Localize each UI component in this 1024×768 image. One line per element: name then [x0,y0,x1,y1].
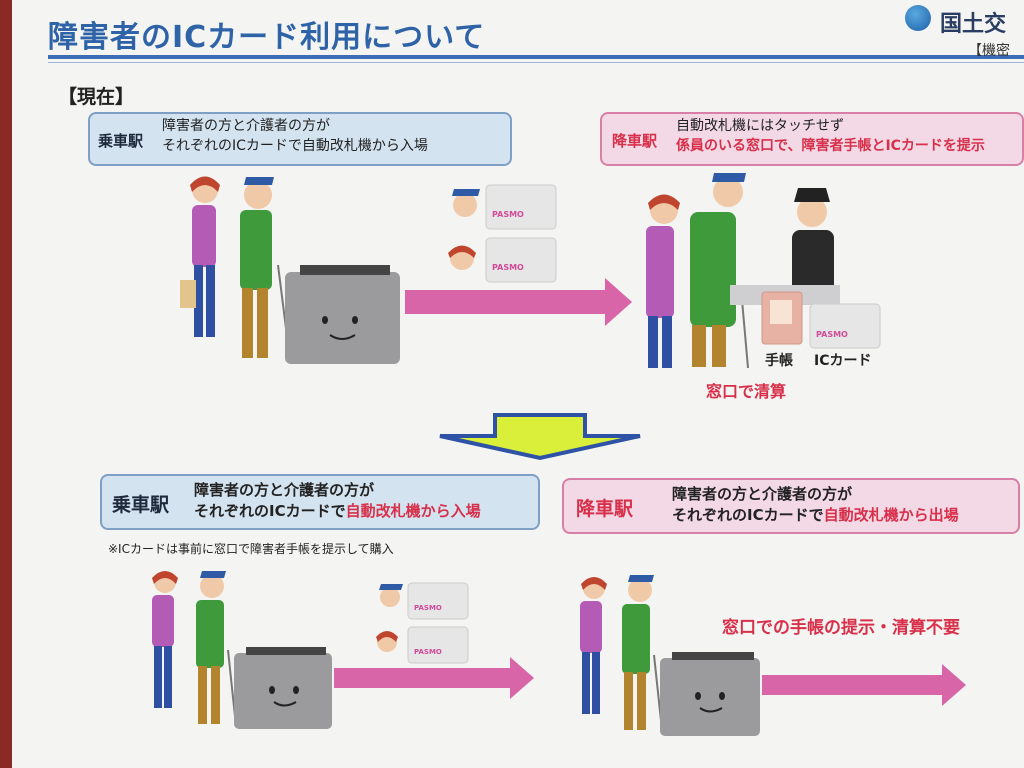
future-boarding-arrow [334,657,534,699]
future-boarding-line2-red: 自動改札機から入場 [345,502,481,520]
man-figure-future-alighting [622,575,663,731]
current-boarding-line1: 障害者の方と介護者の方が [162,118,330,134]
ministry-name: 国土交 [940,12,1007,37]
ticket-gate [285,265,400,364]
current-alighting-box: 降車駅 自動改札機にはタッチせず 係員のいる窓口で、障害者手帳とICカードを提示 [600,112,1024,166]
future-alighting-line1: 障害者の方と介護者の方が [672,485,853,503]
current-flow-arrow [405,278,632,326]
woman-figure-future [152,571,178,708]
ministry-logo-icon [905,5,931,31]
card-brand-2: PASMO [492,263,524,272]
current-alighting-line2: 係員のいる窓口で、障害者手帳とICカードを提示 [676,138,985,154]
ic-card-icon [809,303,881,349]
ticket-gate-future [234,647,332,729]
section-current-label: 【現在】 [58,86,135,108]
current-boarding-label: 乗車駅 [98,132,144,150]
current-boarding-line2: それぞれのICカードで自動改札機から入場 [162,138,428,154]
card-brand-3: PASMO [816,330,848,339]
woman-figure [180,176,220,337]
future-alighting-label: 降車駅 [576,498,634,520]
man-figure-alighting [690,173,749,369]
page-title: 障害者のICカード利用について [48,20,486,55]
current-alighting-label: 降車駅 [612,132,658,150]
title-underline-thin [48,62,1024,63]
future-boarding-line2-plain: それぞれのICカードで [194,502,346,520]
no-need-message: 窓口での手帳の提示・清算不要 [722,618,960,638]
future-alighting-arrow [762,664,966,706]
label-ic-card: ICカード [814,353,872,369]
card-brand-1: PASMO [492,210,524,219]
station-staff-figure [792,188,834,300]
current-boarding-box: 乗車駅 障害者の方と介護者の方が それぞれのICカードで自動改札機から入場 [88,112,512,166]
title-underline [48,55,1024,59]
card-brand-4: PASMO [414,604,442,612]
label-settlement: 窓口で清算 [706,382,787,401]
page-edge [0,0,12,768]
confidential-label: 【機密 [968,43,1010,59]
future-alighting-line2: それぞれのICカードで自動改札機から出場 [672,506,959,525]
future-boarding-box: 乗車駅 障害者の方と介護者の方が それぞれのICカードで自動改札機から入場 [100,474,540,530]
current-alighting-line1: 自動改札機にはタッチせず [676,118,844,134]
future-alighting-line2-plain: それぞれのICカードで [672,506,824,524]
ticket-gate-future-alighting [660,652,760,736]
card-brand-5: PASMO [414,648,442,656]
woman-figure-future-alighting [580,577,607,714]
label-techo: 手帳 [765,353,793,369]
purchase-note: ※ICカードは事前に窓口で障害者手帳を提示して購入 [108,542,394,556]
future-alighting-box: 降車駅 障害者の方と介護者の方が それぞれのICカードで自動改札機から出場 [562,478,1020,534]
future-boarding-line2: それぞれのICカードで自動改札機から入場 [194,502,481,521]
woman-figure-alighting [646,194,680,368]
future-boarding-label: 乗車駅 [112,494,170,516]
future-boarding-line1: 障害者の方と介護者の方が [194,481,375,499]
future-alighting-line2-red: 自動改札機から出場 [823,506,959,524]
